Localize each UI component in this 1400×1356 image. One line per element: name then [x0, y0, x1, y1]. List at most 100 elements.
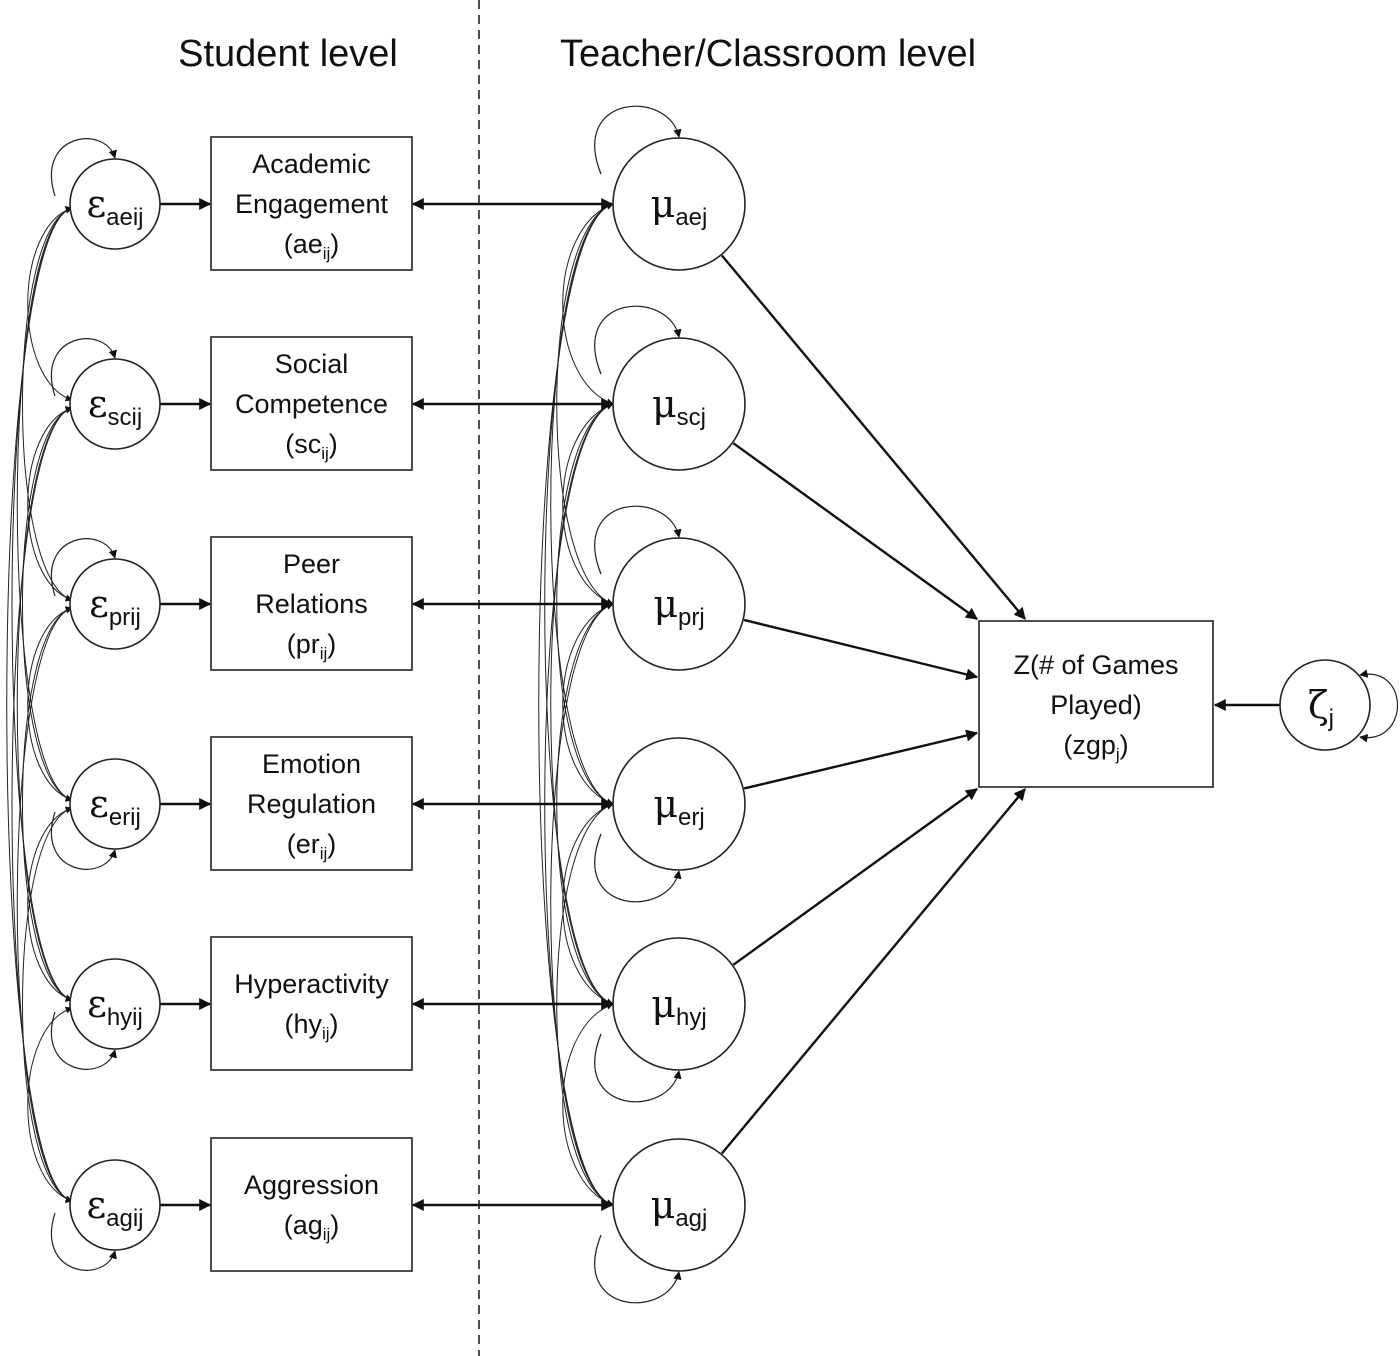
- factor-node: μhyj: [612, 937, 746, 1071]
- indicator-rect: [210, 136, 413, 271]
- error-variance-loop: [50, 538, 117, 597]
- indicator-name-line: Academic: [252, 149, 371, 179]
- factor-to-outcome-arrow: [732, 788, 978, 966]
- factor-covariance-arc: [550, 602, 614, 1207]
- factor-circle: [612, 337, 746, 471]
- factor-node: μagj: [612, 1138, 746, 1272]
- error-variance-loop: [50, 338, 117, 397]
- indicator-rect: [210, 336, 413, 471]
- error-covariance-arc: [16, 406, 73, 1002]
- factor-circle: [612, 737, 746, 871]
- residual-circle: [1279, 659, 1371, 751]
- indicator-name-line: Relations: [255, 589, 368, 619]
- error-label: εagij: [86, 1183, 143, 1232]
- error-covariance-arc: [27, 606, 73, 802]
- factor-label: μaej: [651, 182, 708, 231]
- factor-circle: [612, 1138, 746, 1272]
- factor-label: μprj: [653, 582, 704, 631]
- error-covariance-arc: [11, 206, 73, 1002]
- factor-node: μaej: [612, 137, 746, 271]
- indicator-name-line: Emotion: [262, 749, 361, 779]
- residual-node: ζj: [1279, 659, 1371, 751]
- error-label: εhyij: [87, 982, 143, 1031]
- factor-variance-loop: [594, 105, 682, 175]
- factor-covariance-arc: [538, 202, 614, 1207]
- factor-variance-loop: [594, 505, 682, 575]
- indicator-box: Aggression (agij): [210, 1137, 413, 1272]
- error-node: εscij: [69, 358, 161, 450]
- error-covariance-arc: [22, 206, 73, 602]
- error-node: εhyij: [69, 958, 161, 1050]
- factor-node: μerj: [612, 737, 746, 871]
- error-circle: [69, 958, 161, 1050]
- factor-variance-loop: [594, 833, 682, 903]
- factor-node: μprj: [612, 537, 746, 671]
- outcome-rect: [978, 620, 1214, 788]
- indicator-name-line: Aggression: [244, 1170, 379, 1200]
- outcome-name-line: Z(# of Games: [1013, 650, 1178, 680]
- error-node: εagij: [69, 1159, 161, 1251]
- error-circle: [69, 558, 161, 650]
- factor-circle: [612, 137, 746, 271]
- factor-variance-loop: [594, 1033, 682, 1103]
- student-level-title: Student level: [178, 33, 398, 75]
- error-node: εprij: [69, 558, 161, 650]
- indicator-name-line: Hyperactivity: [234, 969, 389, 999]
- indicator-abbr: (erij): [287, 829, 337, 863]
- error-circle: [69, 158, 161, 250]
- error-variance-loop: [50, 1212, 117, 1271]
- factor-node: μscj: [612, 337, 746, 471]
- factor-variance-loop: [594, 305, 682, 375]
- error-covariance-arc: [6, 206, 73, 1203]
- indicator-rect: [210, 1137, 413, 1272]
- factor-covariance-arc: [550, 402, 614, 1006]
- error-covariance-arc: [22, 606, 73, 1002]
- error-label: εscij: [88, 382, 142, 431]
- error-circle: [69, 758, 161, 850]
- indicator-rect: [210, 736, 413, 871]
- indicator-name-line: Peer: [283, 549, 340, 579]
- indicator-name-line: Regulation: [247, 789, 376, 819]
- residual-label: ζj: [1308, 683, 1334, 732]
- factor-circle: [612, 537, 746, 671]
- factor-label: μerj: [653, 782, 704, 831]
- factor-covariance-arc: [562, 202, 614, 406]
- indicator-name-line: Competence: [235, 389, 388, 419]
- residual-variance-loop: [1359, 669, 1399, 743]
- error-variance-loop: [50, 1011, 117, 1070]
- factor-to-outcome-arrow: [720, 254, 1026, 620]
- factor-variance-loop: [594, 1234, 682, 1304]
- error-covariance-arc: [16, 606, 73, 1203]
- error-variance-loop: [50, 138, 117, 197]
- indicator-abbr: (agij): [284, 1210, 340, 1244]
- error-node: εaeij: [69, 158, 161, 250]
- error-label: εerij: [89, 782, 141, 831]
- error-label: εprij: [89, 582, 141, 631]
- diagram-nodes: εaeijAcademicEngagement(aeij)μaejεscijSo…: [69, 136, 1371, 1272]
- indicator-rect: [210, 936, 413, 1071]
- error-covariance-arc: [11, 406, 73, 1203]
- factor-covariance-arc: [562, 1002, 614, 1207]
- error-node: εerij: [69, 758, 161, 850]
- factor-covariance-arc: [550, 202, 614, 806]
- indicator-abbr: (aeij): [284, 229, 340, 263]
- factor-to-outcome-arrow: [743, 618, 979, 681]
- error-covariance-arc: [22, 406, 73, 802]
- factor-covariance-arc: [562, 402, 614, 606]
- error-circle: [69, 358, 161, 450]
- indicator-name-line: Engagement: [235, 189, 389, 219]
- factor-circle: [612, 937, 746, 1071]
- outcome-name-line: Played): [1050, 690, 1142, 720]
- factor-to-outcome-arrow: [743, 729, 979, 790]
- indicator-abbr: (scij): [285, 429, 338, 463]
- outcome-abbr: (zgpj): [1063, 730, 1128, 764]
- error-variance-loop: [50, 811, 117, 870]
- indicator-abbr: (prij): [287, 629, 337, 663]
- factor-label: μscj: [652, 382, 706, 431]
- factor-covariance-arc: [562, 802, 614, 1006]
- indicator-rect: [210, 536, 413, 671]
- error-covariance-arc: [16, 206, 73, 802]
